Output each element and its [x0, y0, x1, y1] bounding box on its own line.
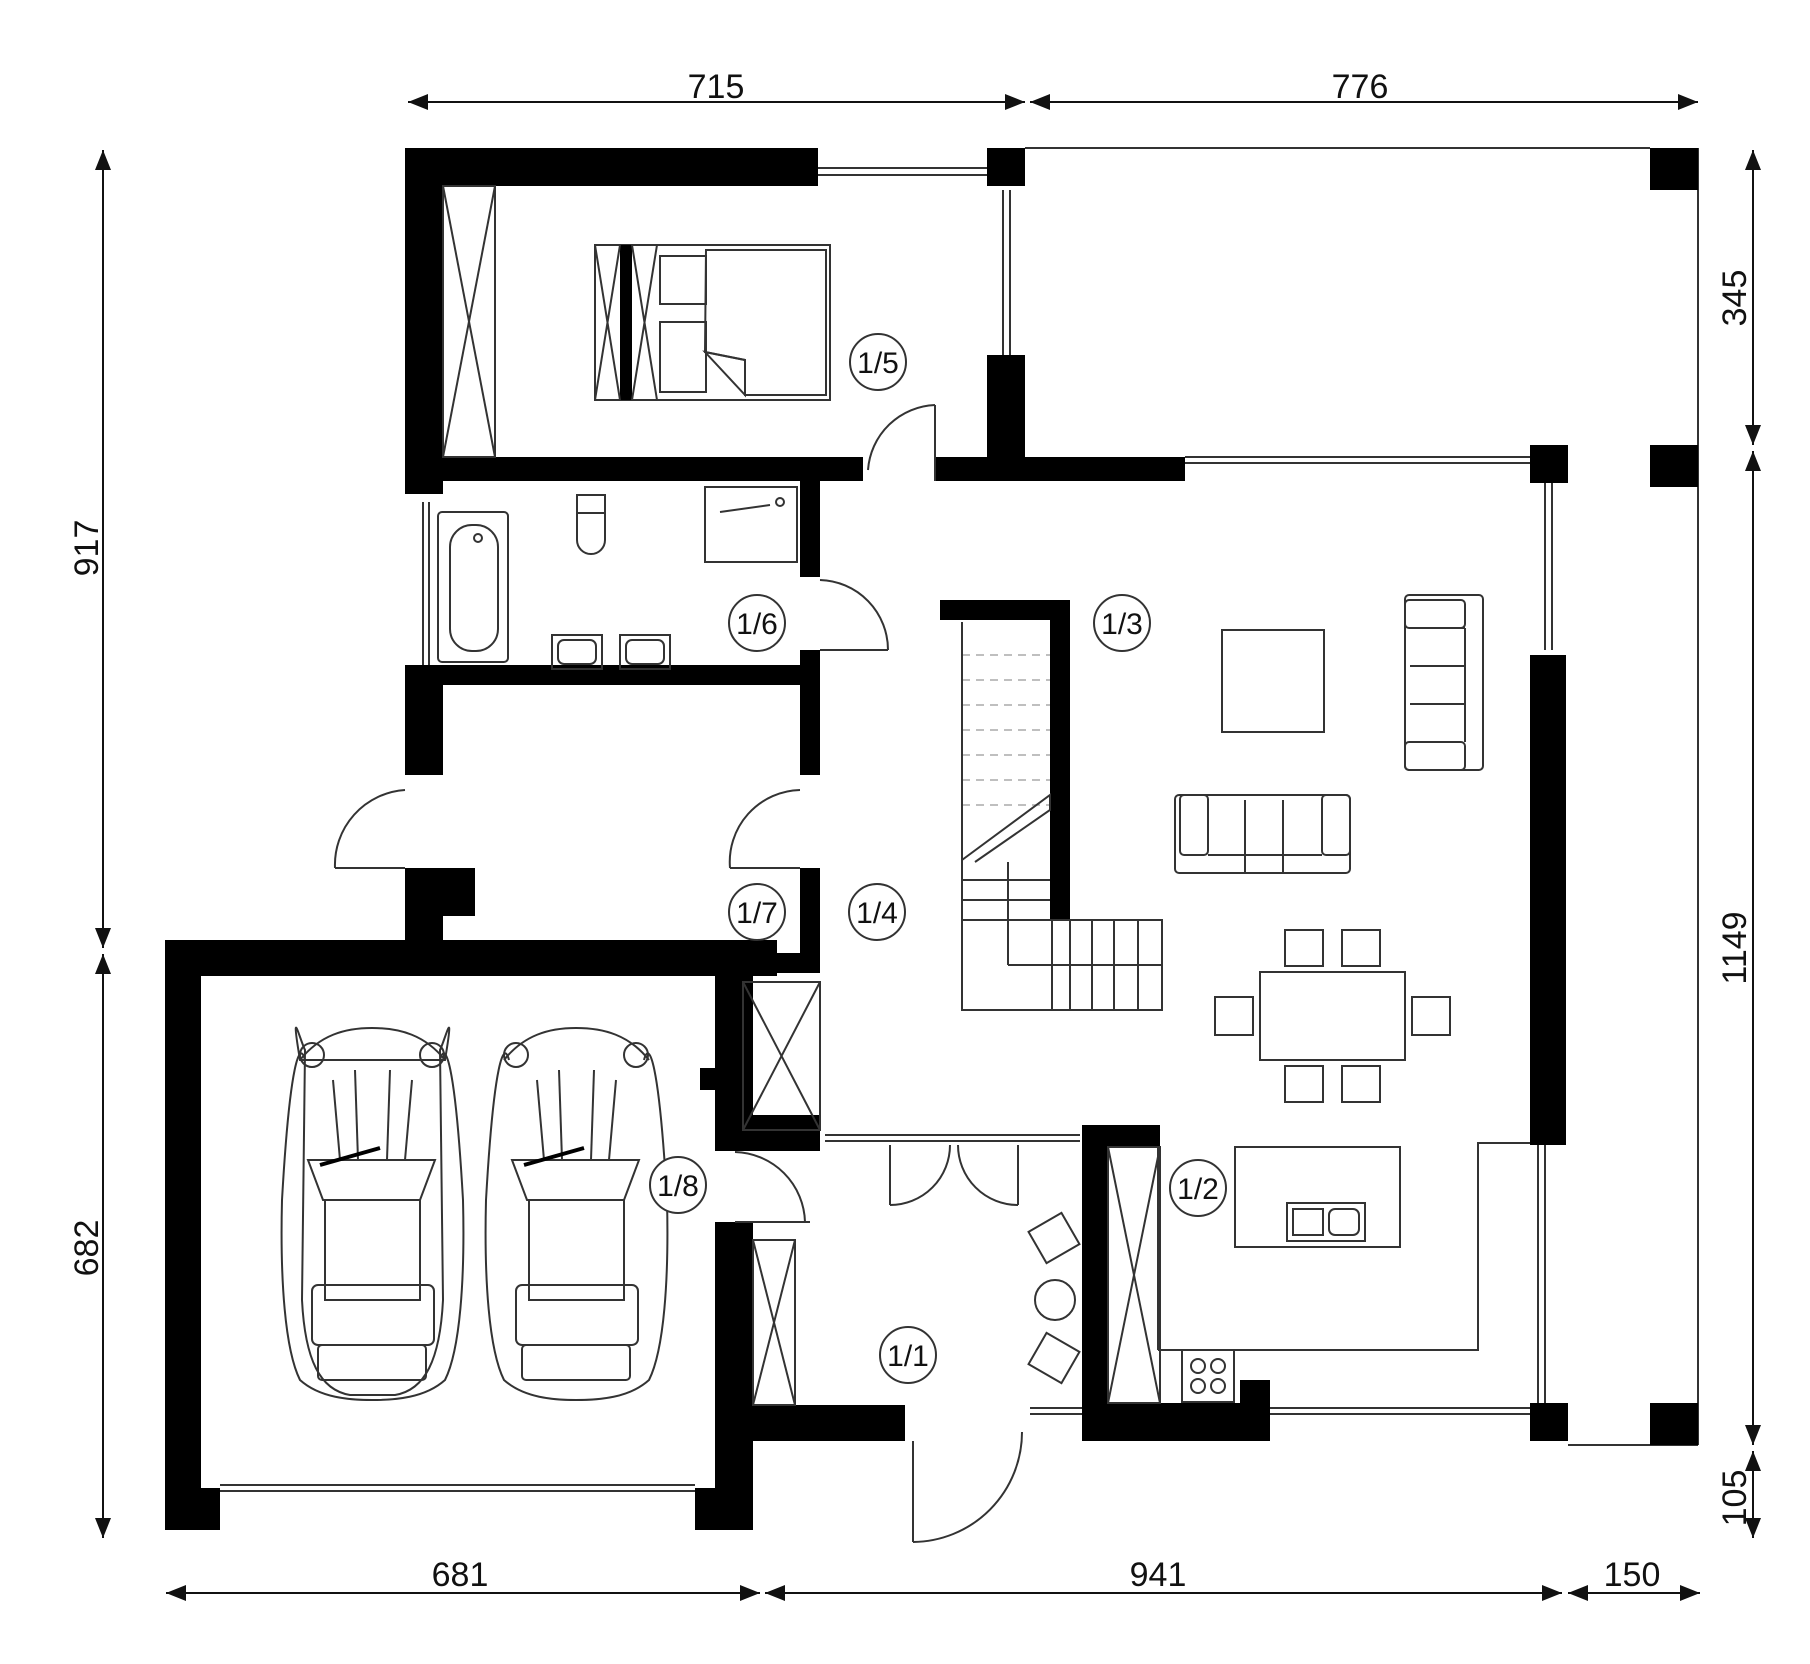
car-icon [280, 1026, 465, 1402]
stove-icon [1181, 1349, 1235, 1403]
thin-outlines [220, 147, 1699, 1492]
dim-bottom-left: 681 [432, 1556, 489, 1594]
hall-table-icon [1027, 1211, 1081, 1385]
kitchen-island-icon [1234, 1146, 1401, 1248]
car-icon [484, 1026, 669, 1402]
shower-icon [704, 486, 798, 563]
room-label-1-8: 1/8 [657, 1170, 699, 1203]
dim-left-top: 917 [68, 520, 106, 577]
dim-top-left: 715 [688, 68, 745, 106]
room-label-1-3: 1/3 [1101, 608, 1143, 641]
walls [165, 148, 1698, 1530]
room-label-1-7: 1/7 [736, 897, 778, 930]
room-labels: 1/1 1/2 1/3 1/4 1/5 1/6 1/7 1/8 [649, 333, 1227, 1384]
coffee-table-icon [1221, 629, 1325, 733]
dining-table-icon [1214, 929, 1451, 1103]
dim-top-right: 776 [1332, 68, 1389, 106]
sofa-bottom-icon [1174, 794, 1351, 874]
wardrobes [442, 185, 1161, 1406]
dim-right-top: 345 [1716, 270, 1754, 327]
dim-right-bottom: 105 [1716, 1470, 1754, 1527]
room-label-1-5: 1/5 [857, 347, 899, 380]
room-label-1-2: 1/2 [1177, 1173, 1219, 1206]
room-label-1-4: 1/4 [856, 897, 898, 930]
bathtub-icon [437, 511, 509, 663]
doors [333, 404, 1023, 1543]
toilet-icon [576, 494, 606, 555]
staircase [961, 622, 1163, 1011]
bed-icon [594, 244, 831, 401]
dim-left-bottom: 682 [68, 1220, 106, 1277]
room-label-1-6: 1/6 [736, 608, 778, 641]
sofa-right-icon [1404, 594, 1484, 771]
dimension-lines [95, 94, 1761, 1601]
dim-bottom-middle: 941 [1130, 1556, 1187, 1594]
room-label-1-1: 1/1 [887, 1340, 929, 1373]
dim-bottom-right: 150 [1604, 1556, 1661, 1594]
sink-icon [551, 634, 671, 670]
dim-right-middle: 1149 [1716, 911, 1754, 984]
